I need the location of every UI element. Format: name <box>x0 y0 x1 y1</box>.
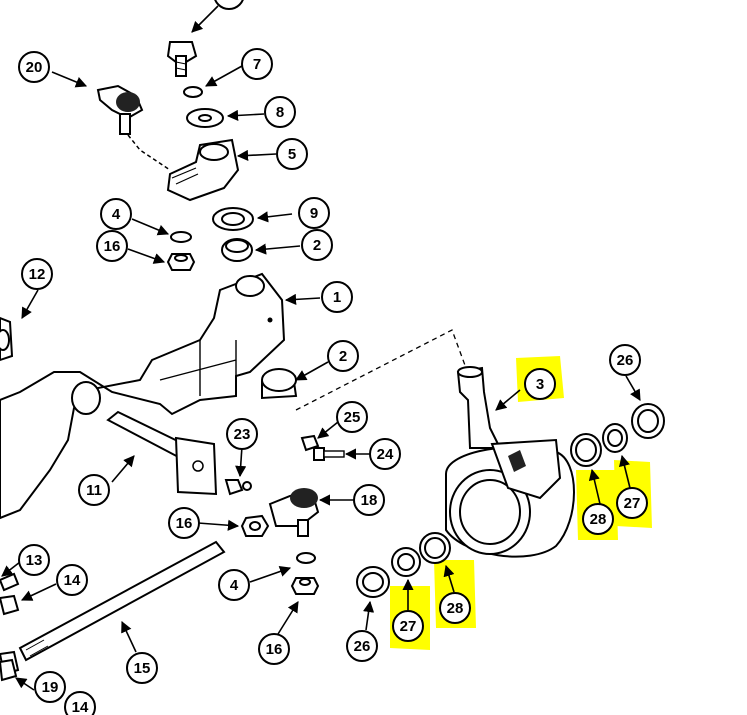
seal-26-bottom <box>356 566 390 598</box>
nut-16-left <box>166 253 196 271</box>
callout-label: 15 <box>134 660 151 677</box>
bushing-2-right <box>261 368 298 400</box>
callout-13: 13 <box>18 544 50 576</box>
callout-label: 11 <box>86 482 102 499</box>
callout-23: 23 <box>226 418 258 450</box>
callout-27-bottom: 27 <box>392 610 424 642</box>
callout-label: 23 <box>234 426 251 443</box>
callout-19: 19 <box>34 671 66 703</box>
callout-28-right: 28 <box>582 503 614 535</box>
callout-label: 4 <box>230 577 239 594</box>
seal-26-right <box>631 403 665 439</box>
callout-label: 2 <box>339 348 347 365</box>
callout-label: 4 <box>112 206 121 223</box>
callout-label: 27 <box>624 495 641 512</box>
callout-label: 25 <box>344 409 361 426</box>
bearing-27-bottom <box>391 547 421 577</box>
callout-24: 24 <box>369 438 401 470</box>
spindle-3 <box>445 366 575 558</box>
callout-label: 13 <box>26 552 43 569</box>
grease-fitting-23 <box>224 479 252 496</box>
callout-label: 16 <box>104 238 121 255</box>
seal-9 <box>212 207 254 231</box>
pivot-12 <box>0 316 14 362</box>
callout-label: 20 <box>26 59 43 76</box>
callout-16-bottom: 16 <box>258 633 290 665</box>
callout-label: 8 <box>276 104 284 121</box>
washer-8 <box>186 108 224 128</box>
callout-3: 3 <box>524 368 556 400</box>
callout-label: 12 <box>29 266 46 283</box>
callout-14-upper: 14 <box>56 564 88 596</box>
callout-16-left: 16 <box>96 230 128 262</box>
callout-2-right: 2 <box>327 340 359 372</box>
top-bolt <box>166 41 198 77</box>
callout-label: 28 <box>590 511 607 528</box>
callout-4-left: 4 <box>100 198 132 230</box>
washer-4-middle <box>296 552 316 564</box>
callout-label: 5 <box>288 146 296 163</box>
callouts: 20 7 8 5 4 9 16 2 12 1 2 3 26 25 24 23 1… <box>18 0 648 715</box>
callout-16-middle: 16 <box>168 507 200 539</box>
callout-label: 14 <box>72 699 89 715</box>
callout-25: 25 <box>336 401 368 433</box>
callout-label: 26 <box>354 638 371 655</box>
axle-beam-1 <box>0 272 286 520</box>
callout-label: 16 <box>176 515 193 532</box>
bearing-27-right <box>602 423 628 453</box>
nut-19 <box>0 658 18 682</box>
leader-arrows <box>1 5 641 691</box>
callout-label: 2 <box>313 237 321 254</box>
callout-2-top: 2 <box>301 229 333 261</box>
callout-label: 14 <box>64 572 81 589</box>
nut-16-middle <box>240 514 270 537</box>
assembly-line <box>295 329 467 411</box>
steering-arm-5 <box>166 138 240 202</box>
callout-label: 24 <box>377 446 394 463</box>
ball-joint-20 <box>96 84 171 171</box>
left-parts <box>0 572 20 676</box>
callout-26-bottom: 26 <box>346 630 378 662</box>
callout-label: 28 <box>447 600 464 617</box>
race-28-right <box>570 433 602 467</box>
bushing-2-top <box>221 238 253 262</box>
callout-14-lower: 14 <box>64 691 96 715</box>
callout-label: 3 <box>536 376 544 393</box>
callout-12: 12 <box>21 258 53 290</box>
callout-28-bottom: 28 <box>439 592 471 624</box>
nut-16-bottom <box>290 577 320 595</box>
callout-11: 11 <box>78 474 110 506</box>
callout-label: 1 <box>333 289 341 306</box>
callout-top-partial <box>214 0 244 10</box>
callout-1: 1 <box>321 281 353 313</box>
callout-8: 8 <box>264 96 296 128</box>
callout-26-right: 26 <box>609 344 641 376</box>
pin-11 <box>106 410 218 496</box>
race-28-bottom <box>419 532 451 564</box>
parts <box>0 41 665 682</box>
callout-7: 7 <box>241 48 273 80</box>
callout-4-middle: 4 <box>218 569 250 601</box>
bolt-24 <box>313 447 345 461</box>
tie-rod-end-18 <box>268 488 320 537</box>
callout-label: 18 <box>361 492 378 509</box>
callout-20: 20 <box>18 51 50 83</box>
callout-label: 16 <box>266 641 283 658</box>
callout-18: 18 <box>353 484 385 516</box>
lock-washer-7 <box>183 86 203 98</box>
tie-rod-15 <box>18 540 226 662</box>
washer-4-left <box>170 231 192 243</box>
callout-27-right: 27 <box>616 487 648 519</box>
callout-5: 5 <box>276 138 308 170</box>
nut-25 <box>300 434 320 452</box>
callout-label: 9 <box>310 205 318 222</box>
callout-label: 19 <box>42 679 59 696</box>
callout-label: 26 <box>617 352 634 369</box>
callout-9: 9 <box>298 197 330 229</box>
callout-label: 27 <box>400 618 417 635</box>
callout-label: 7 <box>253 56 261 73</box>
callout-15: 15 <box>126 652 158 684</box>
